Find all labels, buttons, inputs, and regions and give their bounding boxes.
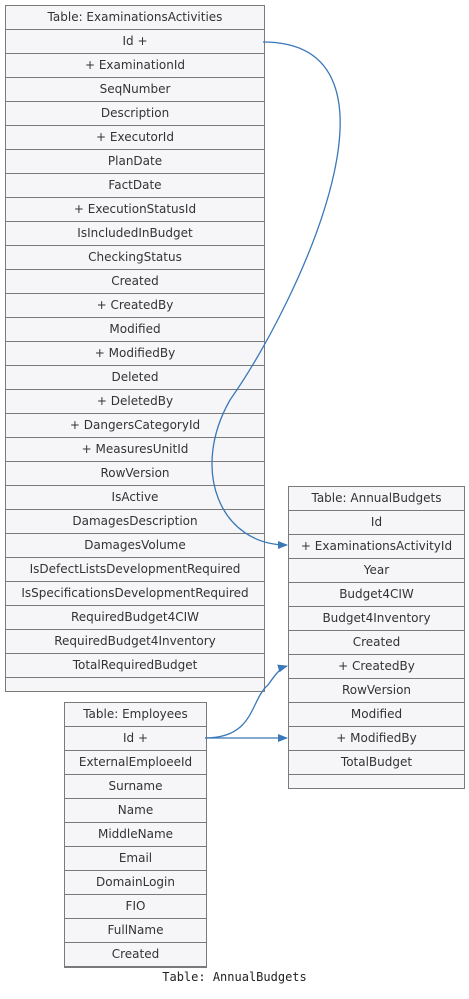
table-row: + CreatedBy	[289, 655, 464, 679]
table-row: Created	[65, 943, 206, 967]
table-row: DomainLogin	[65, 871, 206, 895]
table-row: Surname	[65, 775, 206, 799]
table-row: TotalBudget	[289, 751, 464, 775]
table-row: FIO	[65, 895, 206, 919]
table-row: Modified	[289, 703, 464, 727]
table-row: FullName	[65, 919, 206, 943]
table-row: IsSpecificationsDevelopmentRequired	[6, 582, 264, 606]
diagram-caption: Table: AnnualBudgets	[162, 970, 307, 984]
table-row: Name	[65, 799, 206, 823]
table-row: ExternalEmploeeId	[65, 751, 206, 775]
table-row: IsIncludedInBudget	[6, 222, 264, 246]
table-row: RequiredBudget4CIW	[6, 606, 264, 630]
table-row: PlanDate	[6, 150, 264, 174]
table-row: RowVersion	[6, 462, 264, 486]
table-row: Budget4Inventory	[289, 607, 464, 631]
table-row: + ModifiedBy	[289, 727, 464, 751]
table-annual-budgets: Table: AnnualBudgets Id+ ExaminationsAct…	[288, 486, 465, 789]
table-row: Budget4CIW	[289, 583, 464, 607]
table-row: Id +	[65, 727, 206, 751]
table-row: + ExaminationsActivityId	[289, 535, 464, 559]
table-row: RowVersion	[289, 679, 464, 703]
table-row: Created	[6, 270, 264, 294]
table-title: Table: Employees	[65, 703, 206, 727]
table-title: Table: AnnualBudgets	[289, 487, 464, 511]
table-examinations-activities: Table: ExaminationsActivities Id ++ Exam…	[5, 5, 265, 692]
table-row: CheckingStatus	[6, 246, 264, 270]
table-row: SeqNumber	[6, 78, 264, 102]
table-row: + ExecutorId	[6, 126, 264, 150]
table-row: + ExaminationId	[6, 54, 264, 78]
table-row: IsActive	[6, 486, 264, 510]
table-row: Deleted	[6, 366, 264, 390]
table-row: + MeasuresUnitId	[6, 438, 264, 462]
table-padding	[6, 678, 264, 691]
table-row: Email	[65, 847, 206, 871]
table-row: Modified	[6, 318, 264, 342]
table-row: Year	[289, 559, 464, 583]
table-row: RequiredBudget4Inventory	[6, 630, 264, 654]
table-padding	[289, 775, 464, 788]
table-row: + ModifiedBy	[6, 342, 264, 366]
table-row: Description	[6, 102, 264, 126]
table-row: MiddleName	[65, 823, 206, 847]
table-row: + CreatedBy	[6, 294, 264, 318]
table-row: TotalRequiredBudget	[6, 654, 264, 678]
table-row: FactDate	[6, 174, 264, 198]
table-row: DamagesVolume	[6, 534, 264, 558]
table-row: + DeletedBy	[6, 390, 264, 414]
table-row: DamagesDescription	[6, 510, 264, 534]
table-row: Created	[289, 631, 464, 655]
table-row: + DangersCategoryId	[6, 414, 264, 438]
table-title: Table: ExaminationsActivities	[6, 6, 264, 30]
table-row: Id +	[6, 30, 264, 54]
table-row: Id	[289, 511, 464, 535]
table-row: IsDefectListsDevelopmentRequired	[6, 558, 264, 582]
table-row: + ExecutionStatusId	[6, 198, 264, 222]
